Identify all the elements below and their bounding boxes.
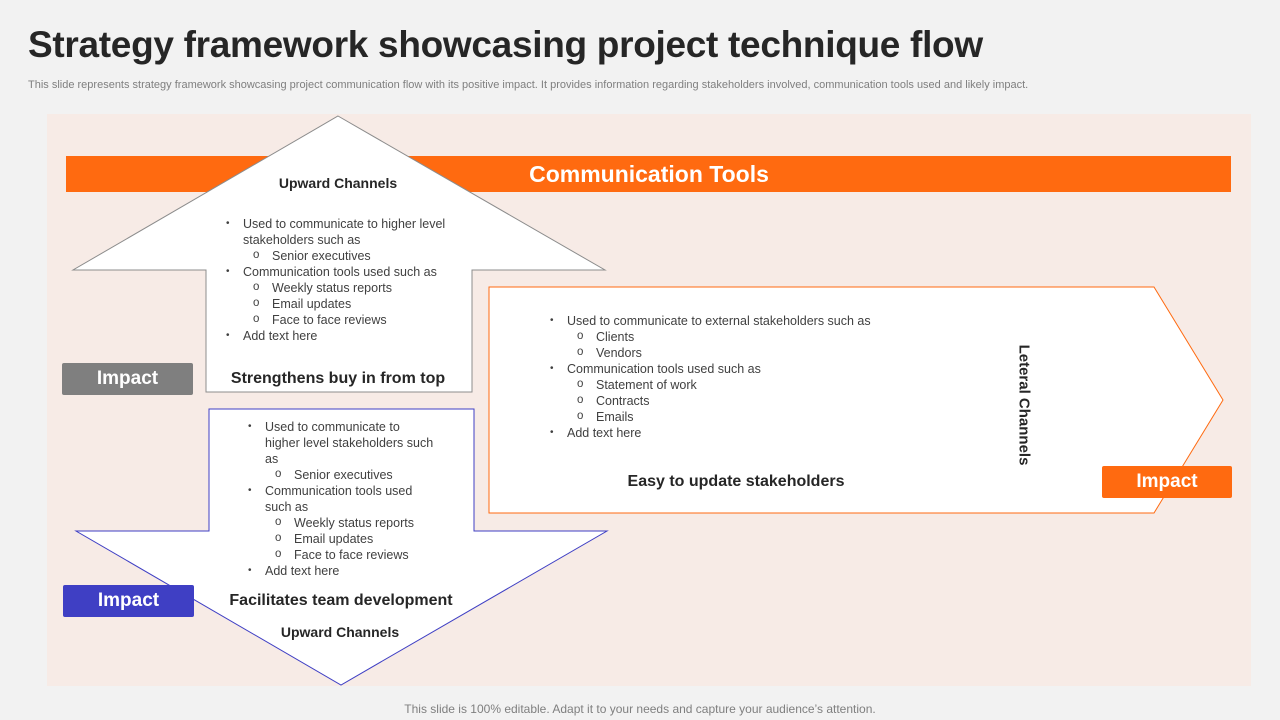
lateral-bullet-list: Used to communicate to external stakehol… bbox=[548, 313, 928, 441]
upward-channels-title: Upward Channels bbox=[278, 175, 398, 191]
downward-impact-badge: Impact bbox=[63, 585, 194, 617]
bullet-item: Communication tools used such asStatemen… bbox=[548, 361, 928, 425]
lateral-impact-badge: Impact bbox=[1102, 466, 1232, 498]
communication-tools-label: Communication Tools bbox=[529, 161, 769, 187]
bullet-text: Add text here bbox=[265, 564, 340, 578]
upward-impact-text: Strengthens buy in from top bbox=[230, 370, 446, 387]
sub-bullet-list: Weekly status reportsEmail updatesFace t… bbox=[243, 279, 464, 328]
bullet-text: Communication tools used such as bbox=[243, 265, 437, 279]
slide-title: Strategy framework showcasing project te… bbox=[28, 24, 983, 65]
sub-bullet-item: Clients bbox=[567, 328, 928, 345]
bullet-item: Used to communicate to higher level stak… bbox=[246, 419, 436, 483]
upward-bullet-list: Used to communicate to higher level stak… bbox=[224, 216, 464, 344]
sub-bullet-list: Senior executives bbox=[243, 247, 464, 264]
bullet-text: Add text here bbox=[243, 329, 318, 343]
upward-impact-badge: Impact bbox=[62, 363, 193, 395]
bullet-text: Used to communicate to higher level stak… bbox=[243, 217, 446, 247]
sub-bullet-item: Statement of work bbox=[567, 376, 928, 393]
sub-bullet-list: Senior executives bbox=[265, 466, 436, 483]
bullet-text: Used to communicate to higher level stak… bbox=[265, 420, 434, 466]
bullet-text: Communication tools used such as bbox=[265, 484, 413, 514]
downward-impact-text: Facilitates team development bbox=[229, 592, 453, 609]
sub-bullet-item: Emails bbox=[567, 408, 928, 425]
bullet-text: Add text here bbox=[567, 426, 642, 440]
bullet-item: Used to communicate to higher level stak… bbox=[224, 216, 464, 264]
lateral-channels-title: Leteral Channels bbox=[1015, 344, 1033, 466]
sub-bullet-item: Email updates bbox=[265, 530, 436, 547]
sub-bullet-item: Contracts bbox=[567, 392, 928, 409]
slide-subtitle: This slide represents strategy framework… bbox=[28, 79, 1029, 91]
bullet-item: Used to communicate to external stakehol… bbox=[548, 313, 928, 361]
sub-bullet-list: ClientsVendors bbox=[567, 328, 928, 361]
sub-bullet-list: Statement of workContractsEmails bbox=[567, 376, 928, 425]
sub-bullet-list: Weekly status reportsEmail updatesFace t… bbox=[265, 514, 436, 563]
downward-channels-title: Upward Channels bbox=[280, 624, 400, 640]
sub-bullet-item: Email updates bbox=[243, 295, 464, 312]
bullet-item: Add text here bbox=[224, 328, 464, 344]
downward-bullet-list: Used to communicate to higher level stak… bbox=[246, 419, 436, 579]
sub-bullet-item: Senior executives bbox=[243, 247, 464, 264]
footer-note: This slide is 100% editable. Adapt it to… bbox=[404, 702, 876, 716]
sub-bullet-item: Weekly status reports bbox=[243, 279, 464, 296]
bullet-item: Add text here bbox=[246, 563, 436, 579]
sub-bullet-item: Weekly status reports bbox=[265, 514, 436, 531]
bullet-text: Communication tools used such as bbox=[567, 362, 761, 376]
sub-bullet-item: Face to face reviews bbox=[265, 546, 436, 563]
sub-bullet-item: Vendors bbox=[567, 344, 928, 361]
lateral-impact-text: Easy to update stakeholders bbox=[627, 473, 845, 490]
bullet-text: Used to communicate to external stakehol… bbox=[567, 314, 871, 328]
bullet-item: Communication tools used such asWeekly s… bbox=[224, 264, 464, 328]
sub-bullet-item: Senior executives bbox=[265, 466, 436, 483]
bullet-item: Add text here bbox=[548, 425, 928, 441]
sub-bullet-item: Face to face reviews bbox=[243, 311, 464, 328]
bullet-item: Communication tools used such asWeekly s… bbox=[246, 483, 436, 563]
